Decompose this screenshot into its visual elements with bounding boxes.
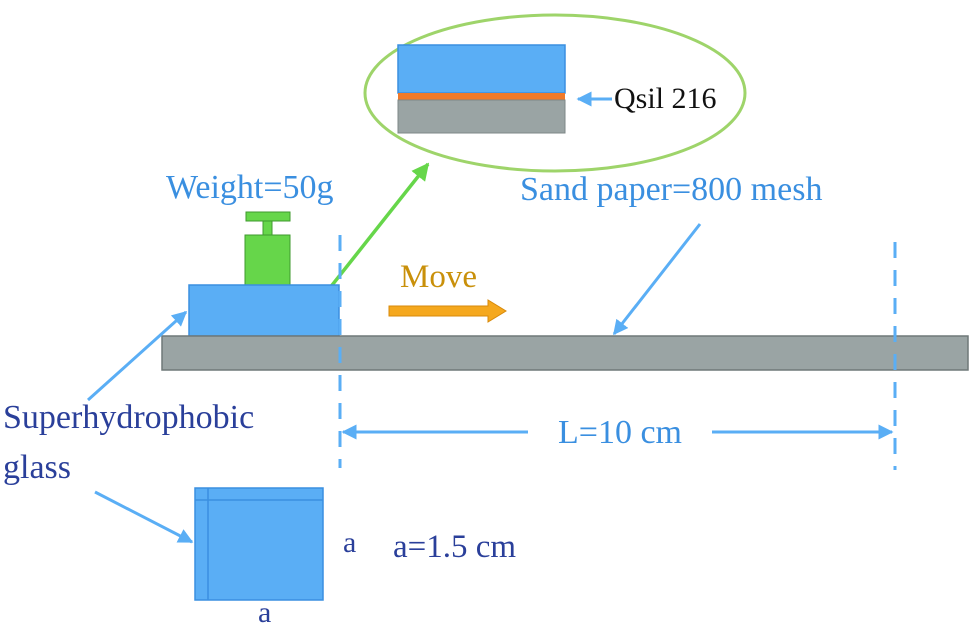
magnify-ellipse bbox=[363, 13, 747, 173]
side-a-bottom: a bbox=[258, 596, 271, 629]
length-label: L=10 cm bbox=[558, 414, 682, 451]
zoom-orange-layer bbox=[398, 93, 565, 100]
side-a-right: a bbox=[343, 526, 356, 559]
zoom-gray-layer bbox=[397, 99, 566, 134]
glass-sample bbox=[188, 284, 340, 337]
weight-handle bbox=[245, 211, 291, 222]
superhydrophobic-label: Superhydrophobic bbox=[3, 399, 254, 436]
weight-label: Weight=50g bbox=[166, 169, 334, 206]
side-value-label: a=1.5 cm bbox=[393, 529, 516, 565]
weight-body bbox=[244, 234, 291, 286]
glass-square bbox=[194, 487, 324, 601]
move-arrow bbox=[388, 299, 507, 323]
glass-pointer-arrow bbox=[86, 310, 188, 402]
sand-paper-label: Sand paper=800 mesh bbox=[520, 171, 822, 208]
qsil-label: Qsil 216 bbox=[614, 82, 717, 115]
glass-label: glass bbox=[3, 449, 71, 486]
weight-stem bbox=[262, 220, 273, 236]
sand-paper-bar bbox=[161, 335, 969, 371]
move-label: Move bbox=[400, 259, 477, 295]
square-pointer-arrow bbox=[94, 490, 194, 544]
sand-paper-arrow bbox=[612, 223, 702, 336]
zoom-blue-layer bbox=[397, 44, 566, 94]
